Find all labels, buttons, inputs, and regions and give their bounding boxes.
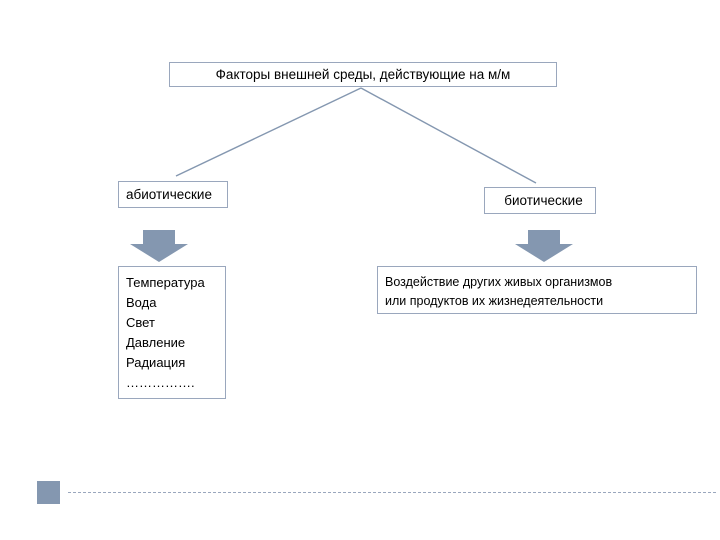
footer-divider (68, 492, 716, 493)
title-box: Факторы внешней среды, действующие на м/… (169, 62, 557, 87)
connector-line-right (360, 87, 537, 184)
branch-label-abiotic: абиотические (118, 181, 228, 208)
branch-label-biotic: биотические (484, 187, 596, 214)
connector-line-left (175, 87, 362, 177)
branch-detail-biotic: Воздействие других живых организмов или … (377, 266, 697, 314)
down-arrow-icon-right (515, 230, 573, 262)
square-marker-icon (37, 481, 60, 504)
down-arrow-icon-left (130, 230, 188, 262)
branch-detail-abiotic: Температура Вода Свет Давление Радиация … (118, 266, 226, 399)
